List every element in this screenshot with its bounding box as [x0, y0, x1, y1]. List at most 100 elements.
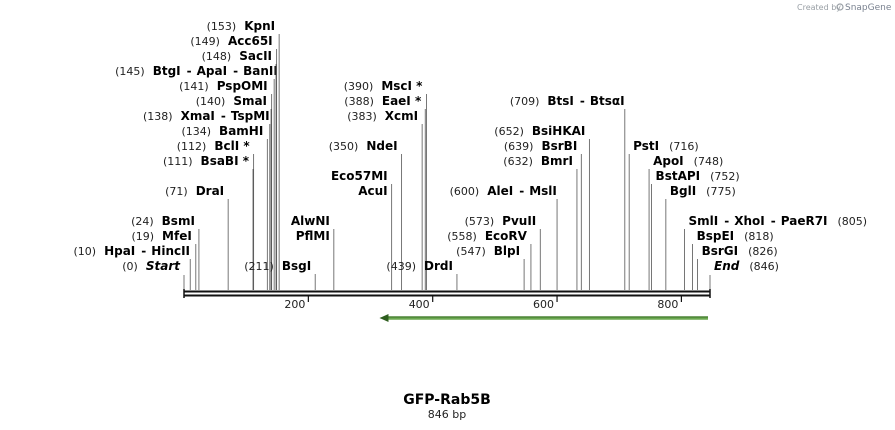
- site-position: (818): [744, 230, 774, 243]
- enzyme-separator: -: [519, 184, 524, 198]
- restriction-site[interactable]: BsrGI(826): [697, 244, 778, 290]
- restriction-site[interactable]: BclI * (112): [177, 139, 255, 290]
- restriction-site[interactable]: MfeI (19): [131, 229, 197, 290]
- restriction-site[interactable]: HpaI-HincII(10): [73, 244, 191, 290]
- restriction-site[interactable]: XcmI(383): [347, 109, 423, 290]
- restriction-site[interactable]: DrdI (439): [386, 259, 458, 290]
- site-position: (826): [748, 245, 778, 258]
- restriction-site[interactable]: ApoI(748): [648, 154, 724, 290]
- site-position: (148): [202, 50, 232, 63]
- restriction-site[interactable]: End(846): [709, 259, 779, 290]
- site-position: (19): [131, 230, 154, 243]
- restriction-site[interactable]: PspOMI(141): [179, 79, 273, 290]
- site-position: (153): [207, 20, 237, 33]
- restriction-site[interactable]: BsiHKAI(652): [494, 124, 590, 290]
- enzyme-name: BclI *: [214, 139, 250, 153]
- feature-arrow-head: [379, 314, 389, 322]
- tick-label: 400: [409, 298, 430, 311]
- enzyme-name: AleI: [487, 184, 513, 198]
- enzyme-name: BamHI: [219, 124, 263, 138]
- restriction-site[interactable]: PvuII (573): [465, 214, 541, 290]
- enzyme-separator: -: [233, 64, 238, 78]
- site-position: (112): [177, 140, 207, 153]
- restriction-site[interactable]: MscI * (390): [344, 79, 427, 290]
- enzyme-name: HpaI: [104, 244, 135, 258]
- enzyme-name: BanII: [243, 64, 278, 78]
- restriction-site[interactable]: XmaI-TspMI(138): [143, 109, 271, 290]
- site-position: (149): [190, 35, 220, 48]
- restriction-site[interactable]: BmrI(632): [503, 154, 578, 290]
- enzyme-name: PstI: [633, 139, 659, 153]
- restriction-site[interactable]: SmlI-XhoI-PaeR7I(805): [684, 214, 868, 290]
- restriction-site[interactable]: BsaBI *(111): [163, 154, 254, 290]
- enzyme-name: Eco57MI: [331, 169, 388, 183]
- restriction-site[interactable]: BglI(775): [665, 184, 736, 290]
- restriction-site[interactable]: PstI(716): [628, 139, 699, 290]
- restriction-site[interactable]: EcoRV(558): [447, 229, 532, 290]
- enzyme-name: BspEI: [697, 229, 735, 243]
- enzyme-name: End: [714, 259, 740, 273]
- site-position: (10): [73, 245, 96, 258]
- enzyme-name: HincII: [151, 244, 190, 258]
- snapgene-brand: SnapGene: [845, 3, 892, 13]
- enzyme-name: MscI *: [381, 79, 423, 93]
- enzyme-name: BsmI: [162, 214, 195, 228]
- site-position: (211): [244, 260, 274, 273]
- restriction-site[interactable]: DraI(71): [165, 184, 229, 290]
- enzyme-name: DrdI: [424, 259, 453, 273]
- site-position: (24): [131, 215, 154, 228]
- site-position: (748): [694, 155, 724, 168]
- enzyme-separator: -: [771, 214, 776, 228]
- site-position: (390): [344, 80, 374, 93]
- site-position: (350): [329, 140, 359, 153]
- restriction-site[interactable]: Start(0): [122, 259, 185, 290]
- restriction-site[interactable]: BtgI-ApaI-BanII(145): [115, 64, 278, 290]
- enzyme-separator: -: [724, 214, 729, 228]
- restriction-sites: Start(0)HpaI - HincII (10) MfeI (19) BsmI (24) D…: [73, 19, 867, 290]
- restriction-site[interactable]: BlpI(547): [456, 244, 525, 290]
- enzyme-name: BsaBI *: [201, 154, 250, 168]
- restriction-site[interactable]: SmaI(140): [196, 94, 272, 290]
- restriction-site[interactable]: KpnI (153): [207, 19, 280, 290]
- enzyme-name: MslI: [529, 184, 557, 198]
- restriction-site[interactable]: Acc65I (149): [190, 34, 278, 290]
- site-position: (439): [386, 260, 416, 273]
- site-position: (140): [196, 95, 226, 108]
- restriction-site[interactable]: EaeI *(388): [344, 94, 426, 290]
- site-position: (141): [179, 80, 209, 93]
- restriction-site[interactable]: BstAPI(752): [651, 169, 740, 290]
- site-position: (639): [504, 140, 534, 153]
- enzyme-name: BsrBI: [541, 139, 577, 153]
- restriction-site[interactable]: BspEI (818): [692, 229, 774, 290]
- tick-label: 800: [657, 298, 678, 311]
- enzyme-name: KpnI: [244, 19, 275, 33]
- restriction-site[interactable]: SacII(148): [202, 49, 277, 290]
- enzyme-name: BtsαI: [590, 94, 625, 108]
- restriction-site[interactable]: BtsI-BtsαI(709): [510, 94, 626, 290]
- enzyme-name: PflMI: [296, 229, 330, 243]
- tick-label: 200: [284, 298, 305, 311]
- restriction-site[interactable]: AleI-MslI(600): [450, 184, 558, 290]
- enzyme-name: AcuI: [358, 184, 387, 198]
- enzyme-name: MfeI: [162, 229, 192, 243]
- restriction-site[interactable]: NdeI(350): [329, 139, 403, 290]
- enzyme-name: BtsI: [547, 94, 574, 108]
- enzyme-name: BsiHKAI: [532, 124, 586, 138]
- enzyme-name: EcoRV: [485, 229, 528, 243]
- site-position: (573): [465, 215, 495, 228]
- enzyme-name: AlwNI: [291, 214, 330, 228]
- enzyme-name: Acc65I: [228, 34, 273, 48]
- restriction-site[interactable]: BsmI (24): [131, 214, 200, 290]
- restriction-site[interactable]: BamHI(134): [181, 124, 268, 290]
- restriction-site[interactable]: BsrBI (639): [504, 139, 582, 290]
- enzyme-name: PvuII: [502, 214, 536, 228]
- enzyme-separator: -: [221, 109, 226, 123]
- site-position: (0): [122, 260, 138, 273]
- enzyme-name: XcmI: [385, 109, 418, 123]
- enzyme-name: XhoI: [734, 214, 765, 228]
- enzyme-separator: -: [580, 94, 585, 108]
- enzyme-name: SmlI: [689, 214, 719, 228]
- restriction-site[interactable]: BsgI(211): [244, 259, 316, 290]
